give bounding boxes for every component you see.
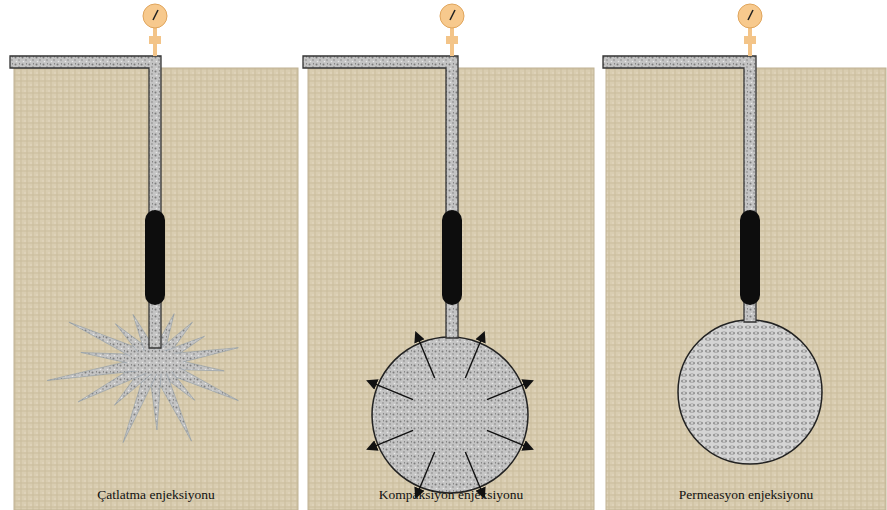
grout-core — [127, 350, 183, 374]
method-panel: Kompaksiyon enjeksiyonu — [308, 68, 594, 510]
injection-pipe — [10, 56, 161, 348]
gauge-valve — [446, 36, 458, 44]
pressure-arrow — [465, 334, 483, 378]
injection-pipe — [603, 56, 756, 322]
packer — [145, 210, 165, 305]
packer — [442, 210, 462, 305]
packer — [740, 210, 760, 305]
pressure-arrow — [487, 381, 531, 399]
method-panel: Permeasyon enjeksiyonu — [606, 68, 886, 510]
gauge-needle — [450, 10, 455, 20]
pressure-arrow — [369, 430, 413, 448]
grout-bulb — [372, 337, 528, 493]
gauge-needle — [153, 10, 158, 20]
pressure-gauge — [143, 4, 167, 28]
pressure-arrow — [369, 381, 413, 399]
pressure-gauge — [738, 4, 762, 28]
method-caption: Kompaksiyon enjeksiyonu — [308, 487, 594, 503]
permeated-zone — [678, 320, 822, 464]
gauge-valve — [149, 36, 161, 44]
method-panel: Çatlatma enjeksiyonu — [14, 68, 298, 510]
gauge-needle — [748, 10, 753, 20]
pressure-arrow — [416, 334, 434, 378]
method-caption: Çatlatma enjeksiyonu — [14, 487, 298, 503]
gauge-valve — [744, 36, 756, 44]
pressure-gauge — [440, 4, 464, 28]
injection-pipe — [303, 56, 458, 338]
pressure-arrow — [487, 430, 531, 448]
method-caption: Permeasyon enjeksiyonu — [606, 487, 886, 503]
